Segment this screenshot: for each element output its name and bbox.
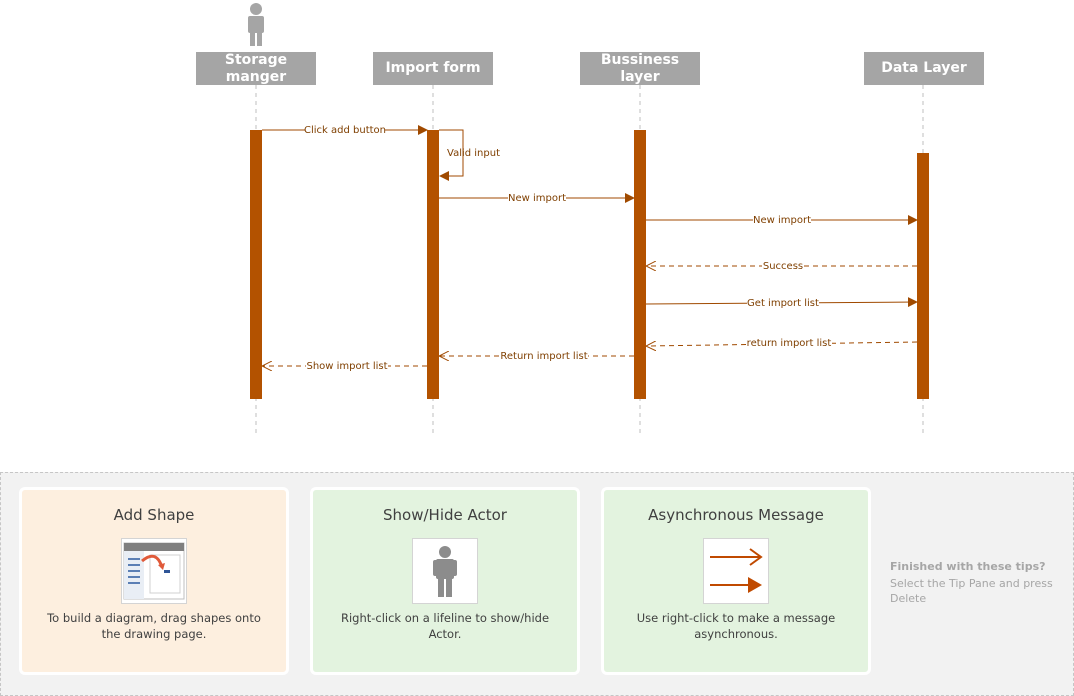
lifeline-head-data-layer[interactable]: Data Layer <box>864 52 984 85</box>
finished-tips-text: Select the Tip Pane and press Delete <box>890 577 1053 605</box>
actor-icon[interactable] <box>248 3 264 46</box>
tip-pane[interactable]: Add Shape To build a diagram, drag shape… <box>0 472 1074 696</box>
lifeline-label-line: manger <box>225 68 287 85</box>
message-label: Get import list <box>747 298 819 309</box>
message-label: New import <box>753 215 811 226</box>
lifeline-label-line: layer <box>620 68 660 85</box>
lifeline-head-storage[interactable]: Storage manger <box>196 52 316 85</box>
message-label: Success <box>763 261 803 272</box>
message-label: Click add button <box>304 125 386 136</box>
activation-storage[interactable] <box>250 130 262 399</box>
activation-data-layer[interactable] <box>917 153 929 399</box>
finished-tips-title: Finished with these tips? <box>890 560 1046 573</box>
message-label: Valid input <box>447 148 500 159</box>
tip-title: Show/Hide Actor <box>383 506 507 524</box>
lifeline-label-line: Bussiness <box>600 51 680 68</box>
message-label: Return import list <box>500 351 587 362</box>
tip-text: To build a diagram, drag shapes onto the… <box>47 611 261 641</box>
lifeline-head-business[interactable]: Bussiness layer <box>580 52 700 85</box>
activation-business[interactable] <box>634 130 646 399</box>
actor-icon <box>412 538 478 604</box>
lifeline-label-line: Import form <box>385 60 481 76</box>
sequence-diagram: Click add button Valid input New import … <box>248 3 929 436</box>
tip-card-add-shape[interactable]: Add Shape To build a diagram, drag shape… <box>19 487 289 675</box>
tip-title: Add Shape <box>113 506 195 524</box>
lifeline-label-line: Data Layer <box>881 60 967 76</box>
message-labels: Click add button Valid input New import … <box>304 124 832 372</box>
tip-card-async-message[interactable]: Asynchronous Message Use right-click to … <box>601 487 871 675</box>
tip-title: Asynchronous Message <box>648 506 824 524</box>
lifelines <box>255 85 924 436</box>
add-shape-icon <box>121 538 187 604</box>
tip-card-show-hide-actor[interactable]: Show/Hide Actor Right-click on a lifelin… <box>310 487 580 675</box>
tip-text: Use right-click to make a message asynch… <box>636 611 836 641</box>
message-label: New import <box>508 193 566 204</box>
lifeline-head-import-form[interactable]: Import form <box>373 52 493 85</box>
message-label: return import list <box>747 338 832 349</box>
message-arrow[interactable] <box>439 129 464 181</box>
message-label: Show import list <box>306 361 387 372</box>
tip-text: Right-click on a lifeline to show/hide A… <box>340 611 550 641</box>
lifeline-label-line: Storage <box>224 51 288 68</box>
messages <box>262 125 918 366</box>
async-arrows-icon <box>703 538 769 604</box>
activation-import-form[interactable] <box>427 130 439 399</box>
activation-bars <box>250 130 929 399</box>
